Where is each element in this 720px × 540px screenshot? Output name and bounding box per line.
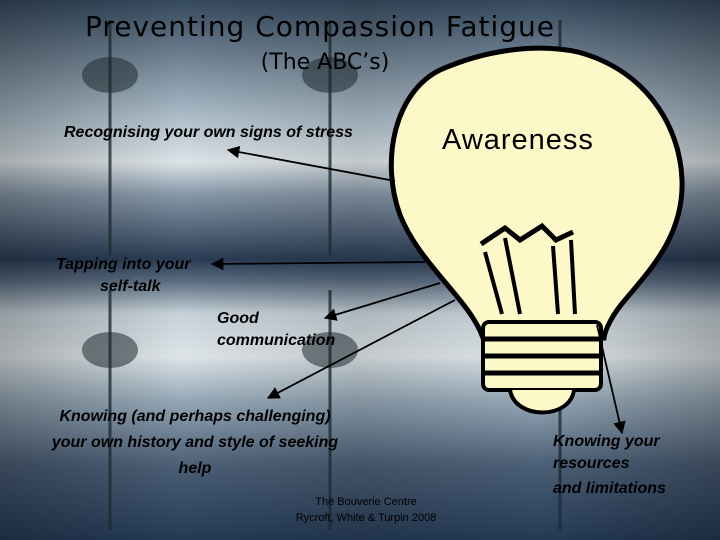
label-history-line3: help [30, 458, 360, 480]
slide-title: Preventing Compassion Fatigue [0, 10, 640, 43]
awareness-label: Awareness [442, 124, 594, 157]
slide-subtitle: (The ABC’s) [0, 50, 650, 75]
label-communication-line1: Good [217, 308, 259, 330]
label-resources-line2: resources [553, 453, 630, 475]
label-selftalk-line1: Tapping into your [56, 254, 191, 276]
label-communication-line2: communication [217, 330, 335, 352]
label-signs-of-stress: Recognising your own signs of stress [64, 122, 353, 144]
credit-line1: The Bouverie Centre [276, 494, 456, 510]
arrow-communication [325, 283, 440, 318]
lightbulb-icon [391, 48, 682, 338]
label-history-line1: Knowing (and perhaps challenging) [30, 406, 360, 428]
label-selftalk-line2: self-talk [100, 276, 160, 298]
arrow-signs [228, 150, 395, 181]
label-resources-line1: Knowing your [553, 431, 660, 453]
label-history-line2: your own history and style of seeking [30, 432, 360, 454]
credit-line2: Rycroft, White & Turpin 2008 [276, 510, 456, 526]
label-resources-line3: and limitations [553, 478, 666, 500]
arrow-selftalk [212, 262, 425, 264]
